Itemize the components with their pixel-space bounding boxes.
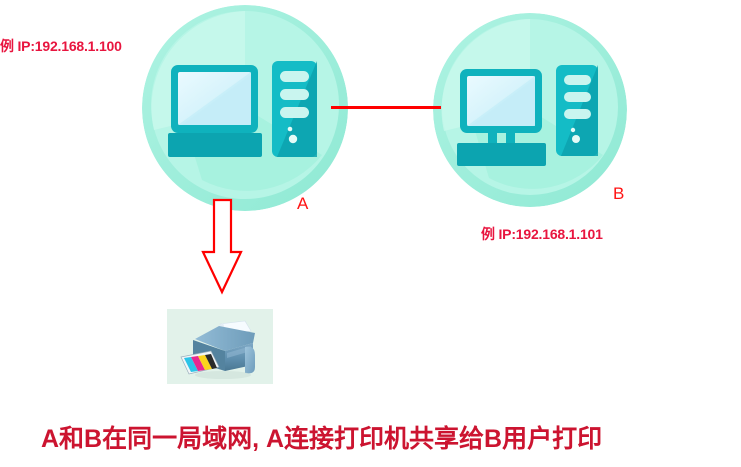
node-a-circle-art — [142, 5, 348, 211]
node-a-ip-label: 例 IP:192.168.1.100 — [0, 38, 122, 54]
lan-link-line — [331, 106, 441, 109]
diagram-caption: A和B在同一局域网, A连接打印机共享给B用户打印 — [41, 425, 603, 453]
node-a-circle[interactable] — [142, 5, 348, 211]
printer-background — [167, 309, 273, 384]
node-b-circle[interactable] — [433, 13, 627, 207]
node-b-circle-art — [433, 13, 627, 207]
node-b-letter: B — [613, 184, 625, 203]
node-a-letter: A — [297, 194, 309, 213]
node-b-ip-label: 例 IP:192.168.1.101 — [481, 226, 603, 242]
printer-icon — [180, 320, 255, 379]
